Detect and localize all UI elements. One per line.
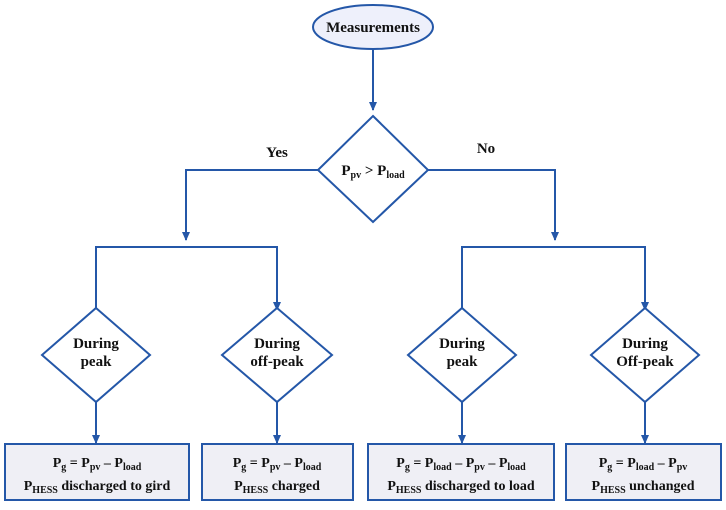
decision-2-line2: off-peak (250, 354, 304, 370)
text-run: P (234, 479, 243, 494)
text-run: = P (410, 456, 434, 471)
decision-4: During Off-peak (589, 306, 701, 404)
text-run: = P (246, 456, 270, 471)
decision-3-shape (406, 306, 518, 404)
subscript-run: g (241, 462, 246, 473)
text-run: P (599, 456, 608, 471)
text-run: P (387, 479, 396, 494)
subscript-run: load (636, 462, 655, 473)
connectors (92, 50, 649, 444)
outcome-3: Pg = Pload – Ppv – Pload PHESS discharge… (367, 443, 555, 501)
text-run: P (53, 456, 62, 471)
connector-no-branch (428, 169, 559, 241)
start-node (312, 4, 434, 50)
subscript-run: HESS (600, 485, 626, 496)
decision-3-line1: During (439, 336, 485, 352)
subscript-run: g (405, 462, 410, 473)
text-run: discharged to gird (58, 479, 171, 494)
outcome-4: Pg = Pload – Ppv PHESS unchanged (565, 443, 722, 501)
outcome-4-box (565, 443, 722, 501)
subscript-run: load (433, 462, 452, 473)
text-run: = P (66, 456, 90, 471)
outcome-2-hess-status: PHESS charged (234, 479, 320, 496)
outcome-1: Pg = Ppv – Pload PHESS discharged to gir… (4, 443, 190, 501)
text-run: P (592, 479, 601, 494)
decision-1-shape (40, 306, 152, 404)
text-run: P (396, 456, 405, 471)
text-run: – P (280, 456, 303, 471)
decision-4-shape (589, 306, 701, 404)
decision-4-line2: Off-peak (616, 354, 674, 370)
subscript-run: HESS (396, 485, 422, 496)
text-run: – P (485, 456, 508, 471)
subscript-run: load (123, 462, 142, 473)
subscript-run: pv (90, 462, 101, 473)
outcome-4-equation: Pg = Pload – Ppv (599, 456, 688, 473)
text-run: – P (100, 456, 123, 471)
subscript-run: HESS (243, 485, 269, 496)
outcome-2: Pg = Ppv – Pload PHESS charged (201, 443, 354, 501)
outcome-3-hess-status: PHESS discharged to load (387, 479, 535, 496)
outcome-4-hess-status: PHESS unchanged (592, 479, 695, 496)
outcome-3-equation: Pg = Pload – Ppv – Pload (396, 456, 526, 473)
subscript-run: g (61, 462, 66, 473)
decision-2: During off-peak (220, 306, 334, 404)
decision-1-line2: peak (81, 354, 113, 370)
outcome-1-hess-status: PHESS discharged to gird (24, 479, 171, 496)
subscript-run: load (303, 462, 322, 473)
outcome-3-box (367, 443, 555, 501)
decision-1-line1: During (73, 336, 119, 352)
connector-no-split (461, 246, 649, 311)
subscript-run: g (607, 462, 612, 473)
branch-label-no: No (477, 141, 495, 157)
start-label: Measurements (326, 20, 420, 36)
outcome-1-box (4, 443, 190, 501)
branch-label-yes: Yes (266, 145, 288, 161)
decision-2-line1: During (254, 336, 300, 352)
text-run: unchanged (626, 479, 695, 494)
text-run: P (233, 456, 242, 471)
decision-3: During peak (406, 306, 518, 404)
text-run: – P (654, 456, 677, 471)
decision-main (316, 114, 430, 224)
text-run: discharged to load (421, 479, 534, 494)
outcome-2-box (201, 443, 354, 501)
text-run: – P (452, 456, 475, 471)
decision-1: During peak (40, 306, 152, 404)
subscript-run: load (507, 462, 526, 473)
subscript-run: pv (270, 462, 281, 473)
decision-2-shape (220, 306, 334, 404)
text-run: = P (612, 456, 636, 471)
decision-main-label: Ppv > Pload (341, 163, 405, 181)
subscript-run: HESS (32, 485, 58, 496)
decision-4-line1: During (622, 336, 668, 352)
decision-3-line2: peak (447, 354, 479, 370)
text-run: charged (268, 479, 320, 494)
connector-yes-split (95, 246, 281, 311)
subscript-run: pv (474, 462, 485, 473)
outcome-1-equation: Pg = Ppv – Pload (53, 456, 142, 473)
text-run: P (24, 479, 33, 494)
outcome-2-equation: Pg = Ppv – Pload (233, 456, 322, 473)
subscript-run: pv (677, 462, 688, 473)
connector-yes-branch (182, 169, 318, 241)
